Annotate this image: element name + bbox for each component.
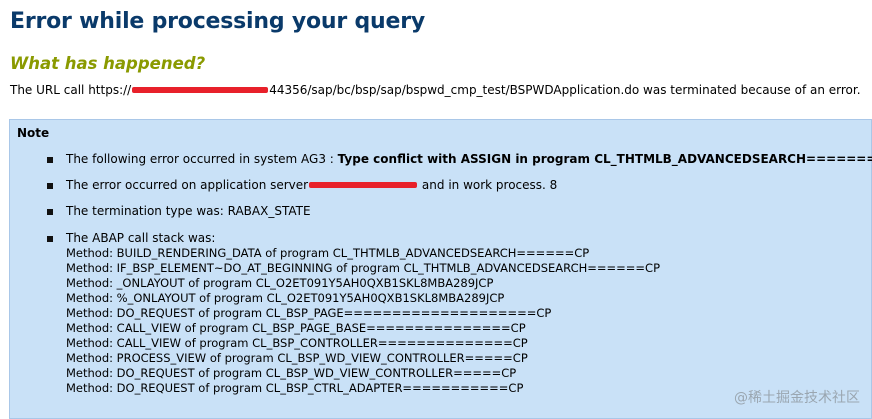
call-stack-row: Method: CALL_VIEW of program CL_BSP_CONT…: [66, 336, 528, 350]
watermark: @稀土掘金技术社区: [734, 390, 860, 406]
server-suffix: and in work process. 8: [418, 178, 558, 192]
section-subtitle: What has happened?: [10, 54, 206, 73]
url-suffix: 44356/sap/bc/bsp/sap/bspwd_cmp_test/BSPW…: [269, 83, 861, 97]
redaction-mark: [132, 86, 269, 93]
error-detail-line: The following error occurred in system A…: [66, 152, 872, 166]
call-stack-row: Method: DO_REQUEST of program CL_BSP_WD_…: [66, 366, 517, 380]
bullet-icon: [47, 183, 53, 189]
call-stack-row: Method: IF_BSP_ELEMENT~DO_AT_BEGINNING o…: [66, 261, 661, 275]
error-prefix: The following error occurred in system A…: [66, 152, 338, 166]
call-stack-list: Method: BUILD_RENDERING_DATA of program …: [66, 246, 660, 396]
page-title: Error while processing your query: [10, 9, 426, 34]
url-prefix: The URL call https://: [10, 83, 132, 97]
termination-line: The termination type was: RABAX_STATE: [66, 204, 311, 218]
note-title: Note: [17, 126, 50, 140]
call-stack-row: Method: DO_REQUEST of program CL_BSP_PAG…: [66, 306, 552, 320]
call-stack-row: Method: %_ONLAYOUT of program CL_O2ET091…: [66, 291, 505, 305]
redaction-mark: [309, 181, 418, 188]
call-stack-row: Method: _ONLAYOUT of program CL_O2ET091Y…: [66, 276, 494, 290]
error-message-url: The URL call https:// 44356/sap/bc/bsp/sa…: [10, 83, 861, 97]
bullet-icon: [47, 157, 53, 163]
call-stack-header: The ABAP call stack was:: [66, 231, 216, 245]
server-prefix: The error occurred on application server: [66, 178, 309, 192]
call-stack-row: Method: BUILD_RENDERING_DATA of program …: [66, 246, 590, 260]
bullet-icon: [47, 236, 53, 242]
error-bold-text: Type conflict with ASSIGN in program CL_…: [337, 152, 872, 166]
call-stack-row: Method: PROCESS_VIEW of program CL_BSP_W…: [66, 351, 528, 365]
call-stack-row: Method: DO_REQUEST of program CL_BSP_CTR…: [66, 381, 524, 395]
bullet-icon: [47, 209, 53, 215]
note-box: Note The following error occurred in sys…: [9, 119, 872, 419]
call-stack-row: Method: CALL_VIEW of program CL_BSP_PAGE…: [66, 321, 526, 335]
server-line: The error occurred on application server…: [66, 178, 557, 192]
